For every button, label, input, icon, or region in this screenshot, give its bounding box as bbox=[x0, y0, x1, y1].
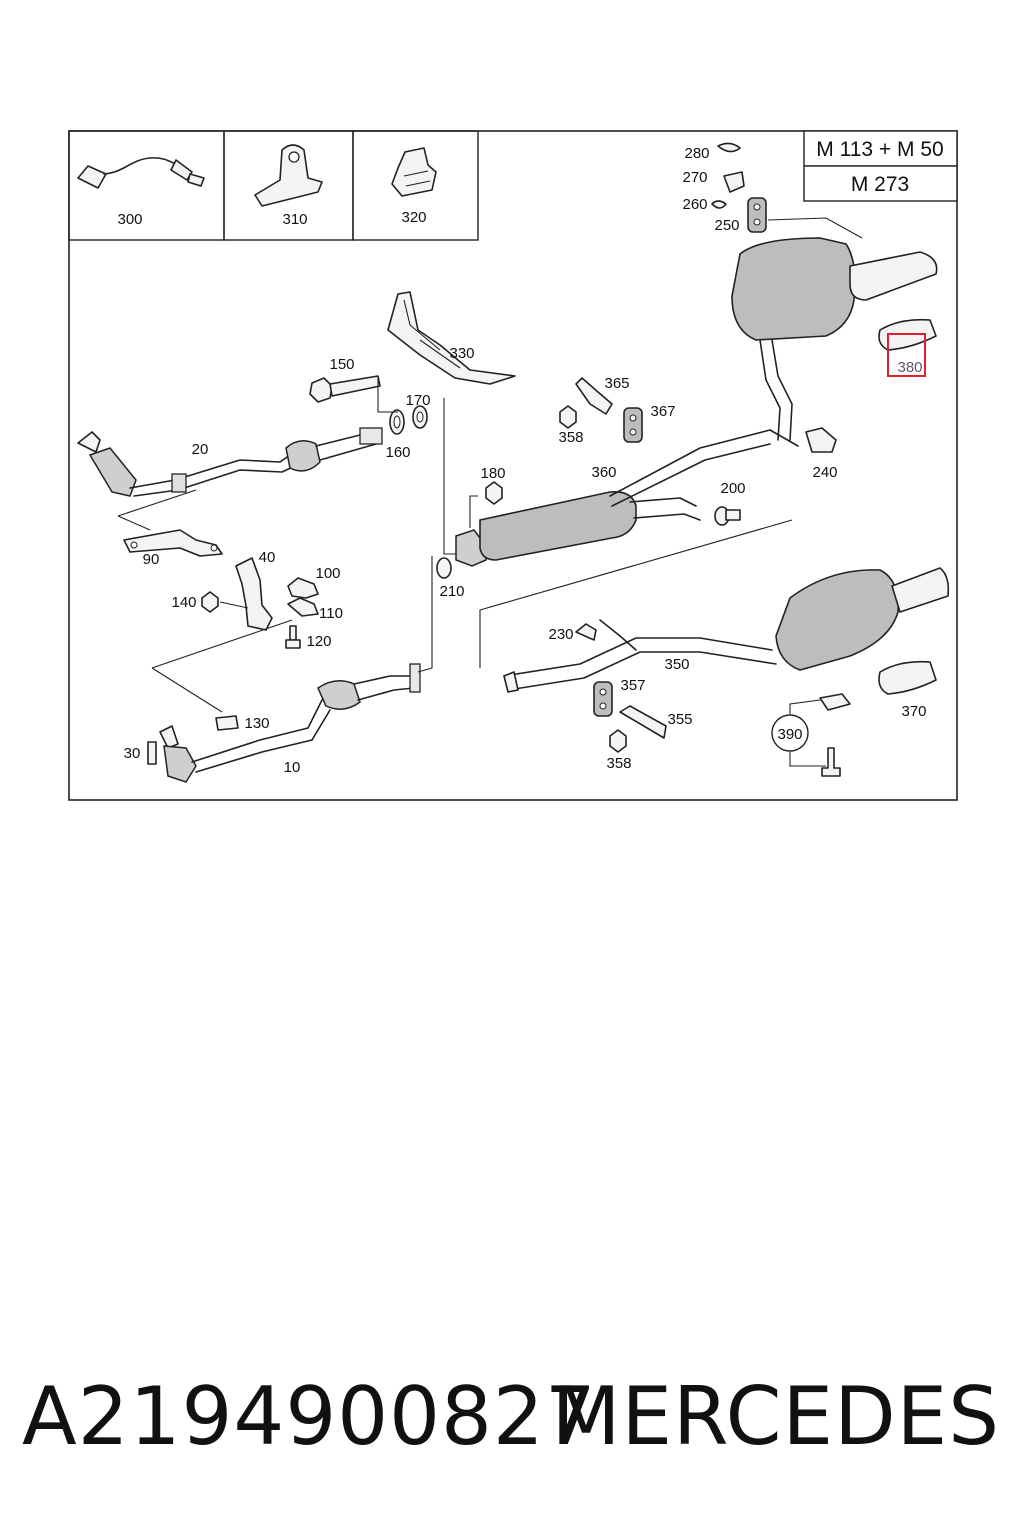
label-240: 240 bbox=[812, 464, 837, 481]
label-30: 30 bbox=[124, 745, 141, 762]
center-muffler-360 bbox=[455, 429, 771, 567]
inset-boxes bbox=[68, 130, 479, 241]
label-280: 280 bbox=[684, 145, 709, 162]
label-367: 367 bbox=[650, 403, 675, 420]
label-40: 40 bbox=[259, 549, 276, 566]
washer-260 bbox=[711, 200, 727, 209]
oxygen-sensor-illustration bbox=[77, 157, 205, 189]
label-350: 350 bbox=[664, 656, 689, 673]
bracket-90 bbox=[123, 529, 223, 557]
clip-320-illustration bbox=[391, 147, 437, 197]
catalyst-pipe-20 bbox=[77, 427, 383, 497]
label-390: 390 bbox=[777, 726, 802, 743]
label-380: 380 bbox=[897, 359, 922, 376]
clip-390 bbox=[819, 693, 851, 711]
engine-label-2: M 273 bbox=[851, 173, 909, 196]
clamp-110 bbox=[287, 597, 319, 617]
gasket-280 bbox=[717, 142, 741, 153]
part-number: A2194900827 bbox=[22, 1370, 597, 1463]
label-358-b: 358 bbox=[606, 755, 631, 772]
label-358-a: 358 bbox=[558, 429, 583, 446]
clamp-240 bbox=[805, 427, 837, 453]
bolt-390 bbox=[821, 747, 841, 777]
diagram-frame bbox=[68, 130, 958, 801]
inset-label-310: 310 bbox=[282, 211, 307, 228]
label-250: 250 bbox=[714, 217, 739, 234]
bolt-120 bbox=[285, 625, 301, 649]
gasket-210 bbox=[436, 557, 452, 579]
label-170: 170 bbox=[405, 392, 430, 409]
label-140: 140 bbox=[171, 594, 196, 611]
nut-180 bbox=[485, 481, 503, 505]
label-357: 357 bbox=[620, 677, 645, 694]
rubber-mount-357 bbox=[593, 681, 613, 717]
footer: A2194900827 MERCEDES bbox=[0, 1370, 1024, 1480]
label-160: 160 bbox=[385, 444, 410, 461]
bolt-150 bbox=[309, 375, 381, 403]
label-360: 360 bbox=[591, 464, 616, 481]
bolt-30 bbox=[147, 741, 157, 765]
rear-muffler-lower bbox=[503, 567, 950, 693]
label-260: 260 bbox=[682, 196, 707, 213]
bracket-310-illustration bbox=[254, 144, 323, 207]
hanger-365 bbox=[575, 377, 613, 415]
nut-140 bbox=[201, 591, 219, 613]
inset-label-320: 320 bbox=[401, 209, 426, 226]
tail-pipe-370 bbox=[878, 660, 937, 695]
clip-130 bbox=[215, 715, 239, 731]
label-200: 200 bbox=[720, 480, 745, 497]
label-270: 270 bbox=[682, 169, 707, 186]
clamp-100 bbox=[287, 577, 319, 599]
exhaust-parts-diagram: M 113 + M 50 M 273 300 310 320 bbox=[68, 130, 958, 801]
brand-name: MERCEDES bbox=[551, 1370, 1000, 1463]
label-20: 20 bbox=[192, 441, 209, 458]
label-110: 110 bbox=[319, 605, 343, 622]
bracket-40 bbox=[235, 557, 273, 631]
label-210: 210 bbox=[439, 583, 464, 600]
label-120: 120 bbox=[306, 633, 331, 650]
label-230: 230 bbox=[548, 626, 573, 643]
label-355: 355 bbox=[667, 711, 692, 728]
engine-label-1: M 113 + M 50 bbox=[816, 138, 943, 161]
rubber-mount-367 bbox=[623, 407, 643, 443]
label-100: 100 bbox=[315, 565, 340, 582]
front-pipe-10 bbox=[159, 663, 421, 783]
bracket-270 bbox=[723, 171, 745, 193]
inset-label-300: 300 bbox=[117, 211, 142, 228]
label-180: 180 bbox=[480, 465, 505, 482]
heat-shield-330 bbox=[387, 291, 516, 385]
nut-358-b bbox=[609, 729, 627, 753]
callout-circle-390 bbox=[771, 714, 809, 752]
label-370: 370 bbox=[901, 703, 926, 720]
label-90: 90 bbox=[143, 551, 160, 568]
nut-358-a bbox=[559, 405, 577, 429]
label-365: 365 bbox=[604, 375, 629, 392]
rubber-mount-250 bbox=[747, 197, 767, 233]
label-330: 330 bbox=[449, 345, 474, 362]
highlight-box-380 bbox=[887, 333, 926, 377]
engine-header: M 113 + M 50 M 273 bbox=[803, 130, 958, 202]
label-10: 10 bbox=[284, 759, 301, 776]
bracket-230 bbox=[575, 623, 597, 641]
label-130: 130 bbox=[244, 715, 269, 732]
label-150: 150 bbox=[329, 356, 354, 373]
rear-muffler-upper bbox=[731, 237, 938, 447]
hanger-355 bbox=[619, 705, 667, 739]
